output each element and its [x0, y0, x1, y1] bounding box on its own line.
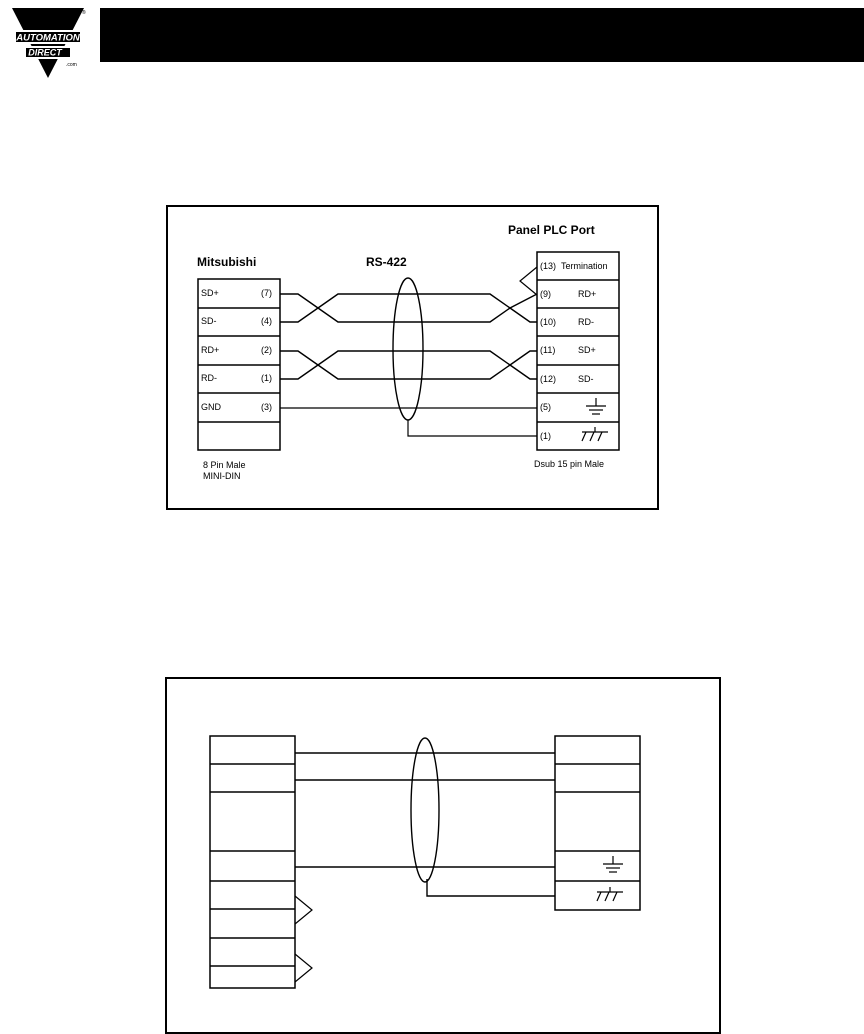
wiring-diagram-panel: Mitsubishi RS-422 Panel PLC Port SD+ (7)…	[166, 205, 659, 510]
left-device-title: Mitsubishi	[197, 255, 257, 269]
termination-jumper	[294, 895, 313, 925]
logo-suffix: .com	[66, 62, 77, 68]
wiring-lines	[197, 251, 620, 451]
left-connector-caption: MINI-DIN	[203, 471, 241, 481]
left-connector-block	[197, 278, 281, 451]
cable-shield-icon	[410, 737, 440, 883]
termination-jumper	[519, 266, 538, 296]
right-connector-block	[554, 735, 641, 911]
termination-jumper	[294, 953, 313, 983]
right-connector-caption: Dsub 15 pin Male	[534, 459, 605, 469]
right-pin-name: SD+	[578, 345, 596, 355]
left-connector-caption: 8 Pin Male	[203, 460, 246, 470]
right-pin-name: Termination	[561, 261, 608, 271]
twisted-pair-1	[280, 293, 538, 323]
left-pin-name: RD+	[201, 345, 220, 355]
shield-drain-wire	[407, 420, 537, 437]
frame-ground-icon	[581, 427, 608, 442]
header-bar	[100, 8, 864, 62]
right-pin-number: (10)	[540, 317, 557, 327]
signal-ground-icon	[603, 856, 623, 873]
left-connector-block	[209, 735, 296, 989]
left-pin-name: RD-	[201, 373, 217, 383]
twisted-pair-2	[280, 350, 537, 380]
left-pin-name: SD+	[201, 288, 219, 298]
svg-text:®: ®	[82, 9, 86, 16]
signal-ground-icon	[586, 398, 606, 415]
automation-direct-logo: AUTOMATION DIRECT .com ®	[8, 4, 88, 82]
shield-drain-wire	[426, 879, 555, 897]
right-pin-number: (11)	[540, 345, 556, 355]
left-pin-name: GND	[201, 402, 221, 412]
right-pin-number: (12)	[540, 374, 557, 384]
right-pin-name: SD-	[578, 374, 594, 384]
right-pin-name: RD-	[578, 317, 594, 327]
left-pin-number: (7)	[261, 288, 272, 298]
cable-shield-icon	[392, 277, 424, 421]
logo-line1: AUTOMATION	[15, 33, 81, 44]
left-pin-number: (2)	[261, 345, 272, 355]
right-connector-block	[536, 251, 620, 451]
left-pin-number: (1)	[261, 373, 272, 383]
right-pin-number: (1)	[540, 431, 551, 441]
logo-line2: DIRECT	[28, 48, 63, 58]
right-pin-name: RD+	[578, 289, 597, 299]
right-pin-number: (9)	[540, 289, 551, 299]
right-pin-number: (5)	[540, 402, 551, 412]
blank-wiring-lines	[209, 735, 641, 989]
right-device-title: Panel PLC Port	[508, 223, 595, 237]
right-pin-number: (13)	[540, 261, 557, 271]
blank-wiring-diagram-panel	[165, 677, 721, 1034]
left-pin-number: (3)	[261, 402, 272, 412]
left-pin-name: SD-	[201, 316, 217, 326]
cable-title: RS-422	[366, 255, 407, 269]
frame-ground-icon	[596, 887, 623, 902]
left-pin-number: (4)	[261, 316, 272, 326]
